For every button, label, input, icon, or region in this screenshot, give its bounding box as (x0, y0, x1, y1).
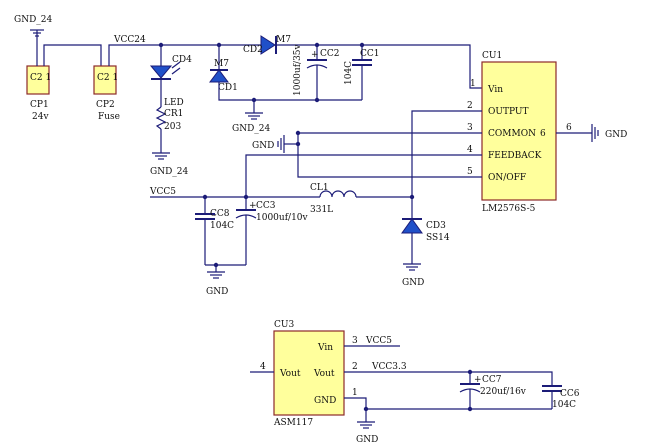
led-label: LED (164, 98, 184, 108)
cc2-plus: + (311, 50, 319, 60)
cc7-plus: + (474, 375, 482, 385)
cr1-value-label: 203 (164, 122, 181, 132)
cp1-name-label: CP1 (30, 100, 49, 110)
cu1-pinnum-1: 1 (470, 79, 476, 89)
cu3-pin-vin: Vin (317, 343, 333, 353)
cu1-pin-output: OUTPUT (488, 107, 528, 117)
cu1-pinnum-2: 2 (467, 101, 473, 111)
diode-cd2-symbol (260, 35, 277, 55)
cu3-label: CU3 (274, 320, 294, 330)
cc6-label: CC6 (560, 389, 580, 399)
junction-dot (467, 406, 473, 412)
cu3-pin-vout-left: Vout (279, 369, 301, 379)
wire-onoff (297, 133, 482, 178)
gnd-right-symbol (591, 124, 599, 142)
cu1-pin-vin: Vin (487, 85, 503, 95)
cu3-pinnum-2: 2 (352, 362, 358, 372)
cc2-value-label: 1000uf/35v (293, 43, 303, 96)
cc7-value-label: 220uf/16v (480, 387, 527, 397)
wire-gnd24-bus (218, 82, 362, 101)
inductor-cl1 (319, 190, 357, 198)
cp2-pins-label: C2 1 (97, 73, 118, 83)
cu1-chip (481, 61, 557, 201)
cc3-label: CC3 (256, 201, 276, 211)
cu3-pinnum-4: 4 (260, 362, 266, 372)
gnd-right-label: GND (605, 130, 627, 140)
wire-cu3-gnd (344, 397, 552, 410)
cp2-value-label: Fuse (98, 112, 120, 122)
wire-output (411, 110, 482, 197)
cp2-name-label: CP2 (96, 100, 115, 110)
gnd-cc8-symbol (207, 271, 225, 279)
cd3-value-label: SS14 (426, 233, 450, 243)
cd3-label: CD3 (426, 221, 446, 231)
resistor-cr1 (155, 106, 167, 130)
cc3-plus: + (249, 201, 257, 211)
cu3-pinnum-1: 1 (352, 388, 358, 398)
junction-dot (295, 141, 301, 147)
cu3-pin-vout: Vout (313, 369, 335, 379)
cu3-pin-gnd: GND (314, 396, 336, 406)
gnd-left-symbol (277, 135, 285, 153)
cu1-pin-onoff: ON/OFF (488, 173, 526, 183)
wire-vin (276, 44, 482, 89)
wire-cp1-cp2 (43, 44, 102, 66)
gnd24-led-symbol (152, 152, 170, 160)
cp1-connector (26, 65, 50, 95)
cc6-value-label: 104C (552, 400, 576, 410)
gnd24-led-label: GND_24 (150, 167, 189, 177)
cc8-value-label: 104C (210, 221, 234, 231)
cu3-pinnum-3: 3 (352, 336, 358, 346)
cd2-label: CD2 (243, 45, 263, 55)
gnd24-top-label: GND_24 (14, 15, 53, 25)
cu3-chip (273, 330, 345, 416)
cd1-label: CD1 (218, 83, 238, 93)
vcc33-label: VCC3.3 (371, 362, 407, 372)
cc1-label: CC1 (360, 49, 380, 59)
vcc24-label: VCC24 (113, 35, 146, 45)
diode-cd1-symbol (209, 69, 229, 83)
wire-feedback (245, 154, 482, 197)
gnd-cu3-label: GND (356, 435, 378, 445)
gnd24-top-symbol (30, 29, 44, 45)
cc1-value-label: 104C (344, 61, 354, 85)
vcc5-label: VCC5 (149, 187, 176, 197)
vcc5-b-label: VCC5 (365, 336, 392, 346)
cc7-label: CC7 (482, 375, 502, 385)
cc8-label: CC8 (210, 209, 230, 219)
m7-top-label: M7 (276, 35, 291, 45)
vcc33-rail (344, 371, 553, 386)
cu1-pin6-inner: 6 (540, 129, 546, 139)
wire-cp2-vcc24 (108, 44, 161, 66)
cu1-pinnum-6: 6 (566, 123, 572, 133)
cu3-part-label: ASM117 (273, 418, 313, 428)
cd4-label: CD4 (172, 55, 192, 65)
gnd-cd3-symbol (403, 263, 421, 271)
gnd-cc8-label: GND (206, 287, 228, 297)
junction-dot (295, 130, 301, 136)
gnd-left-label: GND (252, 141, 274, 151)
cr1-label: CR1 (164, 109, 183, 119)
m7-cd1-label: M7 (214, 59, 229, 69)
gnd24-mid-symbol (245, 112, 263, 120)
cp1-pins-label: C2 1 (30, 73, 51, 83)
cu1-pinnum-4: 4 (467, 145, 473, 155)
gnd-cd3-label: GND (402, 278, 424, 288)
diode-cd3-symbol (401, 218, 423, 234)
cp2-connector (93, 65, 117, 95)
cu1-part-label: LM2576S-5 (482, 204, 536, 214)
cc2-label: CC2 (320, 49, 340, 59)
cp1-value-label: 24v (32, 112, 49, 122)
gnd24-mid-label: GND_24 (232, 124, 271, 134)
cu1-pinnum-5: 5 (467, 167, 473, 177)
cu1-pin-common: COMMON (488, 129, 536, 139)
cl1-value-label: 331L (310, 205, 333, 215)
cl1-label: CL1 (310, 183, 329, 193)
cu1-pinnum-3: 3 (467, 123, 473, 133)
cu1-pin-feedback: FEEDBACK (488, 151, 542, 161)
cu1-label: CU1 (482, 51, 502, 61)
gnd-cu3-symbol (357, 421, 375, 429)
cc3-value-label: 1000uf/10v (256, 213, 309, 223)
